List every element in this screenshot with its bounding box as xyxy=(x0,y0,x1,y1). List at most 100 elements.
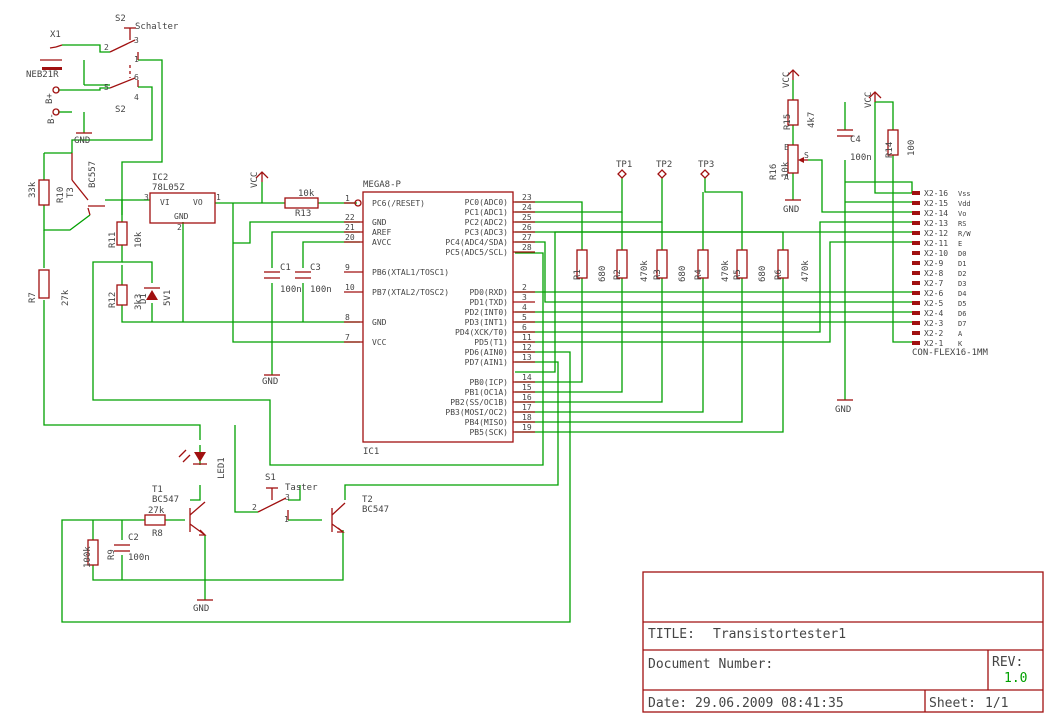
connector-pin-signal: D2 xyxy=(958,270,966,278)
s2-pin6: 6 xyxy=(134,73,139,82)
bplus-label: B+ xyxy=(45,93,55,104)
connector-pin-signal: D5 xyxy=(958,300,966,308)
s2b-label: S2 xyxy=(115,105,126,115)
connector-pin-signal: Vo xyxy=(958,210,966,218)
ic1-pin-name: PD7(AIN1) xyxy=(465,358,508,367)
r16-label: R16 xyxy=(769,164,779,180)
resistor-r4: R4 470k xyxy=(694,249,731,282)
ic2-pin-out: 1 xyxy=(216,193,221,202)
connector-pin-id: X2-13 xyxy=(924,219,948,228)
r2-value: 470k xyxy=(640,260,650,282)
r13-value: 10k xyxy=(298,189,315,199)
testpoint-tp3: TP3 xyxy=(698,160,714,179)
r1-value: 680 xyxy=(598,266,608,282)
ic2-part: 78L05Z xyxy=(152,183,185,193)
connector-pin-signal: E xyxy=(958,240,962,248)
s2-pin2: 2 xyxy=(104,43,109,52)
date-value: 29.06.2009 08:41:35 xyxy=(695,696,844,711)
r10-label: R10 xyxy=(56,187,66,203)
connector-pin-id: X2-16 xyxy=(924,189,948,198)
r14-value: 100 xyxy=(907,140,917,156)
connector-pin xyxy=(912,191,920,195)
gnd-symbol-top: GND xyxy=(74,132,92,146)
r9-value: 100k xyxy=(83,546,93,568)
connector-pin xyxy=(912,221,920,225)
connector-pin xyxy=(912,291,920,295)
connector-pin-signal: D0 xyxy=(958,250,966,258)
jack-x1: X1 NEB21R xyxy=(26,30,63,80)
s2-pin5: 5 xyxy=(104,83,109,92)
gnd-label: GND xyxy=(262,377,278,387)
connector-pin-signal: D6 xyxy=(958,310,966,318)
connector-pin-id: X2-3 xyxy=(924,319,943,328)
ic1-pin-name: PC6(/RESET) xyxy=(372,199,425,208)
ic1-pin-name: PB5(SCK) xyxy=(469,428,508,437)
ic1-pin-name: PD4(XCK/T0) xyxy=(455,328,508,337)
resistor-r13 xyxy=(284,197,319,209)
connector-pin-signal: K xyxy=(958,340,963,348)
ic1-pin-number: 13 xyxy=(522,353,532,362)
t3-part: BC557 xyxy=(88,161,98,188)
vcc-label: VCC xyxy=(782,72,792,88)
vcc-label: VCC xyxy=(864,92,874,108)
capacitor-c1: C1 100n xyxy=(264,263,302,295)
ic1-pin-number: 15 xyxy=(522,383,532,392)
r6-label: R6 xyxy=(774,269,784,280)
resistor-r2: R2 470k xyxy=(613,249,650,282)
t2-part: BC547 xyxy=(362,505,389,515)
resistor-r11 xyxy=(116,221,128,246)
x1-label: X1 xyxy=(50,30,61,40)
ic1-pin-name: VCC xyxy=(372,338,387,347)
t1-part: BC547 xyxy=(152,495,179,505)
connector-pin-signal: D1 xyxy=(958,260,966,268)
r15-value: 4k7 xyxy=(807,112,817,128)
c4-value: 100n xyxy=(850,153,872,163)
ic1-pin-number: 19 xyxy=(522,423,532,432)
gnd-symbol-mid: GND xyxy=(262,374,280,387)
r11-label: R11 xyxy=(108,232,118,248)
c2-label: C2 xyxy=(128,533,139,543)
ic1-pin-number: 26 xyxy=(522,223,532,232)
r4-label: R4 xyxy=(694,269,704,280)
resistor-r9 xyxy=(87,539,99,566)
ic1-pin-name: PB7(XTAL2/TOSC2) xyxy=(372,288,449,297)
led1-label: LED1 xyxy=(217,457,227,479)
r14-label: R14 xyxy=(885,142,895,158)
connector-pin xyxy=(912,281,920,285)
ic1-pin-number: 27 xyxy=(522,233,532,242)
gnd-label: GND xyxy=(783,205,799,215)
connector-pin xyxy=(912,231,920,235)
ic1-pin-number: 22 xyxy=(345,213,355,222)
ic2-pin-in: 3 xyxy=(144,193,149,202)
ic2-vo: VO xyxy=(193,198,203,207)
ic1-left-pins: 1PC6(/RESET)22GND21AREF20AVCC9PB6(XTAL1/… xyxy=(344,194,449,347)
c2-value: 100n xyxy=(128,553,150,563)
ic1-pin-number: 11 xyxy=(522,333,532,342)
connector-pin xyxy=(912,321,920,325)
r2-label: R2 xyxy=(613,269,623,280)
connector-pin-id: X2-2 xyxy=(924,329,943,338)
s2-pin1: 1 xyxy=(134,55,139,64)
ic1-pin-name: PB6(XTAL1/TOSC1) xyxy=(372,268,449,277)
title-value: Transistortester1 xyxy=(713,627,846,642)
ic1-pin-name: PC0(ADC0) xyxy=(465,198,508,207)
connector-pin-id: X2-14 xyxy=(924,209,948,218)
connector-pin-signal: A xyxy=(958,330,963,338)
connector-pin-id: X2-8 xyxy=(924,269,943,278)
r16-pin-e: E xyxy=(784,143,789,152)
ic1-pin-number: 21 xyxy=(345,223,355,232)
regulator-ic2: IC2 78L05Z VI VO GND 3 1 2 xyxy=(144,173,221,232)
resistor-r3: R3 680 xyxy=(653,249,688,282)
r12-label: R12 xyxy=(108,292,118,308)
bplus-terminal xyxy=(52,86,60,94)
resistor-r14 xyxy=(887,129,899,156)
sheet-value: 1/1 xyxy=(985,696,1008,711)
ic1-pin-name: PC2(ADC2) xyxy=(465,218,508,227)
gnd-label: GND xyxy=(193,604,209,614)
ic1-pin-number: 17 xyxy=(522,403,532,412)
connector-pin-signal: Vss xyxy=(958,190,971,198)
ic1-pin-name: PB0(ICP) xyxy=(469,378,508,387)
connector-pin xyxy=(912,331,920,335)
vcc-symbol-1: VCC xyxy=(250,171,269,188)
